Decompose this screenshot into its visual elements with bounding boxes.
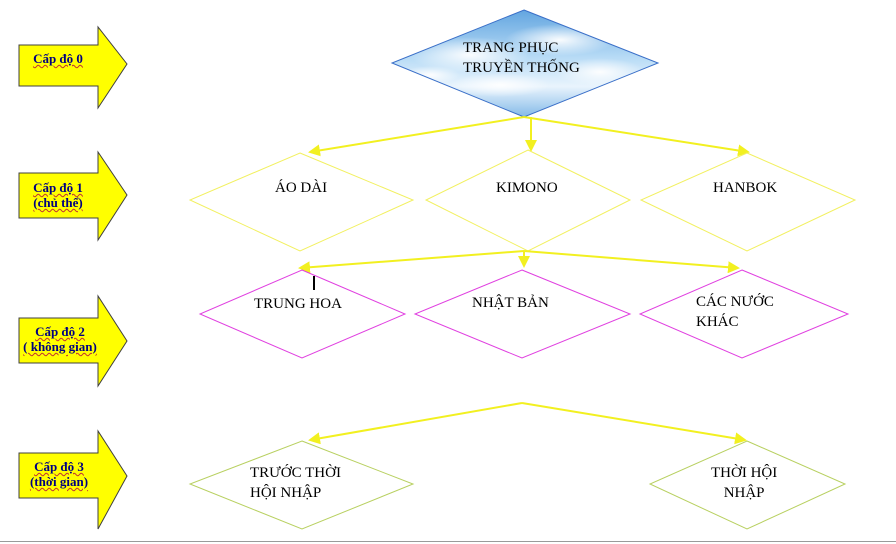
root-line1: TRANG PHỤC (463, 40, 559, 56)
connectors-level-3 (308, 402, 747, 445)
nhat-ban-label: NHẬT BẢN (472, 295, 549, 311)
root-line2: TRUYỀN THỐNG (463, 60, 580, 76)
truoc-thoi-hoi-nhap-label: TRƯỚC THỜI HỘI NHẬP (250, 463, 341, 503)
level-3-arrow (18, 429, 128, 530)
level-3-line1: Cấp độ 3 (34, 459, 84, 474)
ao-dai-label: ÁO DÀI (275, 180, 328, 196)
level-3-line2: (thời gian) (29, 474, 89, 489)
thoi-hoi-nhap-line2: NHẬP (723, 485, 765, 501)
node-trung-hoa (198, 269, 407, 359)
cac-nuoc-khac-label: CÁC NƯỚC KHÁC (696, 292, 774, 332)
thoi-hoi-nhap-label: THỜI HỘI NHẬP (711, 463, 777, 503)
level-2-line2: ( không gian) (23, 339, 97, 354)
level-2-nodes (198, 269, 850, 359)
node-truoc-thoi-hoi-nhap (188, 440, 415, 530)
level-2-line1: Cấp độ 2 (35, 324, 85, 339)
connectors-level-1 (308, 116, 750, 157)
level-0-arrow (18, 25, 128, 110)
node-kimono (424, 149, 632, 252)
bottom-divider (0, 541, 896, 542)
level-1-arrow (18, 150, 128, 242)
level-1-line1: Cấp độ 1 (33, 180, 83, 195)
level-3-label: Cấp độ 3 (thời gian) (22, 459, 96, 489)
truoc-thoi-hoi-nhap-line1: TRƯỚC THỜI (250, 465, 341, 481)
connectors-level-2 (298, 250, 740, 274)
node-cac-nuoc-khac (638, 269, 850, 359)
level-arrows (18, 25, 128, 530)
cac-nuoc-khac-line1: CÁC NƯỚC (696, 294, 774, 310)
kimono-label: KIMONO (496, 180, 558, 196)
text-cursor (313, 276, 315, 290)
hanbok-label: HANBOK (713, 180, 778, 196)
cac-nuoc-khac-line2: KHÁC (696, 314, 739, 330)
level-0-label: Cấp độ 0 (22, 51, 94, 66)
trung-hoa-label: TRUNG HOA (254, 296, 342, 312)
node-hanbok (639, 152, 857, 252)
node-thoi-hoi-nhap (648, 440, 847, 530)
node-nhat-ban (413, 269, 632, 359)
node-ao-dai (188, 152, 415, 252)
truoc-thoi-hoi-nhap-line2: HỘI NHẬP (250, 485, 322, 501)
level-0-line1: Cấp độ 0 (33, 51, 83, 66)
level-1-label: Cấp độ 1 (chủ thể) (22, 180, 94, 210)
level-2-label: Cấp độ 2 ( không gian) (20, 324, 100, 354)
root-label: TRANG PHỤC TRUYỀN THỐNG (463, 38, 580, 78)
level-3-nodes (188, 440, 847, 530)
thoi-hoi-nhap-line1: THỜI HỘI (711, 465, 778, 481)
level-2-arrow (18, 294, 128, 388)
level-1-nodes (188, 149, 857, 252)
level-1-line2: (chủ thể) (33, 195, 83, 210)
